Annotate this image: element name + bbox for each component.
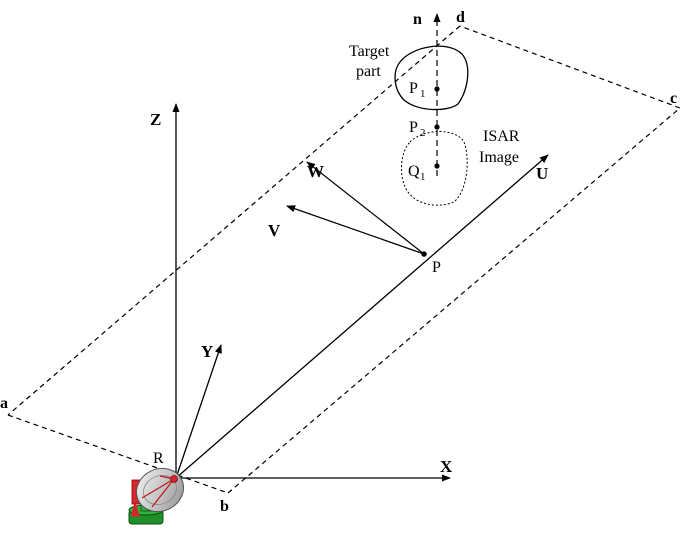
x-axis-label: X [440,457,453,476]
y-axis-line [175,344,222,479]
imaging-plane [7,25,681,494]
point-p1-label: P 1 [409,80,426,100]
plane-edge-ab [7,414,229,494]
w-vector-line [306,161,425,255]
svg-text:P: P [409,80,418,97]
svg-text:P: P [409,119,418,136]
svg-text:Image: Image [479,149,519,166]
plane-corner-b-label: b [220,498,229,515]
point-p-label: P [432,259,441,276]
svg-text:ISAR: ISAR [483,128,520,145]
labels: Z X Y R a b c d U V W n P P 1 P 2 Q 1 Ta… [0,9,677,515]
v-vector-line [286,205,425,255]
w-vector-label: W [307,162,324,181]
svg-text:2: 2 [420,127,426,139]
local-vectors [286,161,425,255]
u-vector-label: U [536,164,548,183]
point-q1 [434,163,440,169]
svg-text:Target: Target [349,43,390,60]
u-axis-line [175,154,549,479]
point-q1-label: Q 1 [408,163,426,183]
svg-text:1: 1 [420,171,426,183]
n-normal-label: n [413,11,422,28]
plane-edge-bc [227,107,681,494]
point-p2 [434,124,440,130]
plane-edge-cd [459,25,681,109]
plane-corner-d-label: d [456,9,465,26]
radar-label: R [153,450,164,467]
target-part-label: Target part [349,43,390,80]
svg-text:1: 1 [420,88,426,100]
points [421,86,440,257]
z-axis-label: Z [150,110,161,129]
plane-corner-c-label: c [670,90,677,107]
v-vector-label: V [268,221,281,240]
radar-antenna-icon [128,467,184,525]
point-p2-label: P 2 [409,119,426,139]
plane-edge-da [7,25,461,416]
point-p1 [434,86,440,92]
plane-corner-a-label: a [0,395,8,412]
isar-image-label: ISAR Image [479,128,520,166]
target-part-shape [394,45,469,111]
svg-text:Q: Q [408,163,420,180]
world-axes [172,103,451,482]
svg-text:part: part [356,63,381,80]
point-p [421,251,427,257]
y-axis-label: Y [201,342,213,361]
